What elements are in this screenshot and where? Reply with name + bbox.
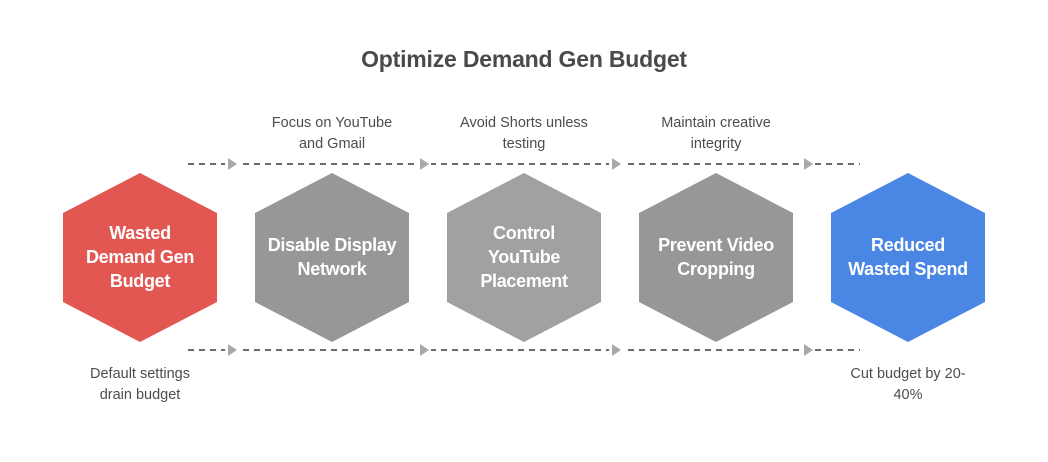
- step-annotation: Cut budget by 20- 40%: [808, 364, 1008, 406]
- hexagon-label-line: Wasted: [109, 222, 171, 243]
- hexagon-step-2: [255, 173, 409, 342]
- hexagon-step-3: [447, 173, 601, 342]
- arrowhead-icon: [804, 344, 813, 356]
- annotation-line: 40%: [893, 387, 923, 403]
- hexagon-label-line: Wasted Spend: [848, 258, 968, 279]
- arrowhead-icon: [228, 158, 237, 170]
- arrowhead-icon: [228, 344, 237, 356]
- hexagon-label-line: Budget: [109, 270, 171, 291]
- arrowhead-icon: [804, 158, 813, 170]
- step-annotation: Maintain creative integrity: [616, 113, 816, 155]
- annotation-line: integrity: [690, 136, 742, 152]
- annotation-line: Focus on YouTube: [271, 115, 393, 131]
- connectors: [188, 158, 860, 356]
- annotation-line: Avoid Shorts unless: [460, 115, 588, 131]
- hexagon-label-line: Prevent Video: [658, 234, 774, 255]
- hexagon-label-line: Control: [493, 222, 555, 243]
- hexagon-label-line: Placement: [480, 270, 568, 291]
- arrowhead-icon: [420, 158, 429, 170]
- hexagon-step-4: [639, 173, 793, 342]
- annotation-line: Maintain creative: [661, 115, 771, 131]
- hexagon-label-line: Cropping: [677, 258, 755, 279]
- annotation-line: testing: [502, 136, 546, 152]
- hexagon-label-line: Network: [297, 258, 367, 279]
- arrowhead-icon: [612, 158, 621, 170]
- step-annotation: Default settings drain budget: [40, 364, 240, 406]
- hexagon-step-5: [831, 173, 985, 342]
- step-annotation: Focus on YouTube and Gmail: [232, 113, 432, 155]
- annotation-line: Cut budget by 20-: [850, 366, 966, 382]
- arrowhead-icon: [420, 344, 429, 356]
- hexagon-label-line: Demand Gen: [85, 246, 195, 267]
- hexagons: [63, 173, 985, 342]
- arrowhead-icon: [612, 344, 621, 356]
- hexagon-label-line: Disable Display: [267, 234, 397, 255]
- diagram-title: Optimize Demand Gen Budget: [361, 46, 687, 72]
- hexagon-label-line: YouTube: [487, 246, 561, 267]
- annotation-line: Default settings: [90, 366, 190, 382]
- hexagon-label-line: Reduced: [871, 234, 945, 255]
- annotation-line: and Gmail: [298, 136, 366, 152]
- annotation-line: drain budget: [99, 387, 181, 403]
- step-annotation: Avoid Shorts unless testing: [424, 113, 624, 155]
- hexagon-step-1: [63, 173, 217, 342]
